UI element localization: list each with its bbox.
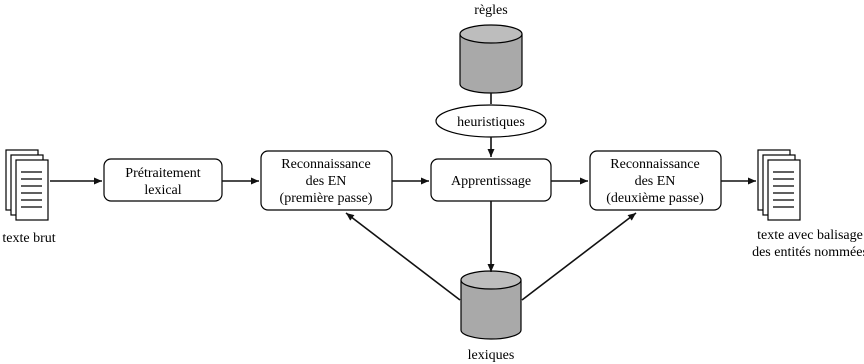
ner-second-pass-label-line2: des EN (635, 174, 676, 189)
output-documents-icon (757, 149, 801, 221)
ner-first-pass-label-line3: (première passe) (280, 191, 373, 206)
ner-second-pass-label-line1: Reconnaissance (610, 157, 699, 172)
preprocessing-box (103, 158, 223, 202)
lexicons-database-icon (460, 270, 522, 340)
raw-text-documents-icon (5, 149, 49, 221)
output-text-label-line1: texte avec balisage (757, 228, 863, 243)
preprocessing-label-line1: Prétraitement (125, 166, 201, 181)
learning-label: Apprentissage (451, 174, 531, 189)
preprocessing-label-line2: lexical (144, 183, 181, 198)
raw-text-label: texte brut (2, 231, 55, 246)
edge-lexicons-to-ner-first (345, 212, 461, 301)
rules-database-icon (459, 24, 523, 94)
heuristics-label: heuristiques (457, 115, 525, 130)
lexicons-label: lexiques (468, 348, 515, 363)
ner-second-pass-label-line3: (deuxième passe) (606, 191, 704, 206)
output-text-label-line2: des entités nommées (752, 245, 864, 260)
rules-label: règles (474, 3, 507, 18)
ner-first-pass-label-line2: des EN (306, 174, 347, 189)
ner-first-pass-label-line1: Reconnaissance (281, 157, 370, 172)
edge-lexicons-to-ner-second (521, 212, 637, 301)
